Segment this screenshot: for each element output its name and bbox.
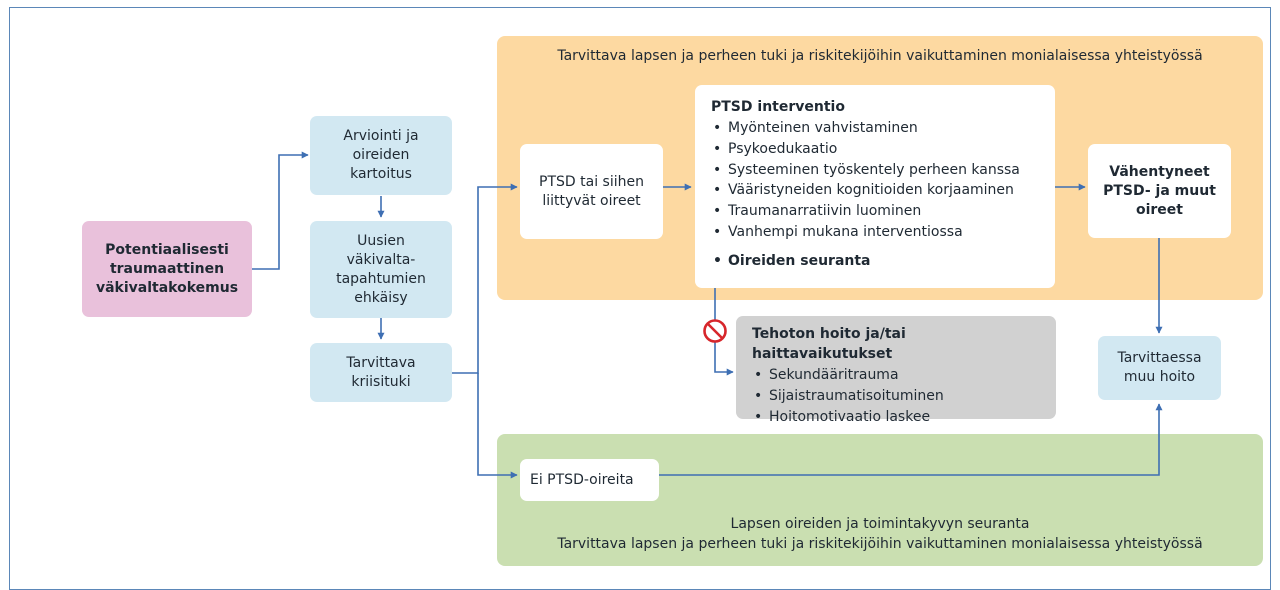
intervention-list: Myönteinen vahvistaminen Psykoedukaatio …	[711, 118, 1039, 272]
band-bottom-label-2: Tarvittava lapsen ja perheen tuki ja ris…	[557, 536, 1203, 552]
intervention-title: PTSD interventio	[711, 99, 845, 115]
ineffective-list: Sekundääritrauma Sijaistraumatisoitumine…	[752, 365, 1040, 427]
symptom-followup-item: Oireiden seuranta	[711, 251, 1039, 272]
ptsd-intervention-box: PTSD interventio Myönteinen vahvistamine…	[695, 85, 1055, 288]
band-top-label: Tarvittava lapsen ja perheen tuki ja ris…	[557, 48, 1203, 64]
list-item: Sekundääritrauma	[752, 365, 1040, 386]
other-care-node: Tarvittaessa muu hoito	[1098, 336, 1221, 400]
assessment-node: Arviointi ja oireiden kartoitus	[310, 116, 452, 195]
arrow-intervention-to-ineffective	[714, 288, 734, 376]
band-bottom-label-1: Lapsen oireiden ja toimintakyvyn seurant…	[730, 516, 1030, 532]
no-ptsd-node: Ei PTSD-oireita	[520, 459, 659, 501]
prevention-node: Uusien väkivalta-tapahtumien ehkäisy	[310, 221, 452, 318]
start-node: Potentiaalisesti traumaattinen väkivalta…	[82, 221, 252, 317]
arrow-no-ptsd-to-other-care	[659, 403, 1163, 476]
list-item: Systeeminen työskentely perheen kanssa	[711, 160, 1039, 181]
arrow-crisis-to-no-ptsd	[477, 373, 518, 479]
arrow-start-to-assessment	[252, 151, 309, 270]
list-item: Sijaistraumatisoituminen	[752, 386, 1040, 407]
list-item: Vääristyneiden kognitioiden korjaaminen	[711, 180, 1039, 201]
list-item: Traumanarratiivin luominen	[711, 201, 1039, 222]
ineffective-title: Tehoton hoito ja/tai haittavaikutukset	[752, 326, 906, 362]
list-item: Psykoedukaatio	[711, 139, 1039, 160]
prohibited-icon	[703, 319, 727, 343]
ineffective-care-box: Tehoton hoito ja/tai haittavaikutukset S…	[736, 316, 1056, 427]
arrow-crisis-to-ptsd	[452, 183, 518, 374]
reduced-symptoms-node: Vähentyneet PTSD- ja muut oireet	[1088, 144, 1231, 238]
list-item: Myönteinen vahvistaminen	[711, 118, 1039, 139]
ptsd-symptoms-node: PTSD tai siihen liittyvät oireet	[520, 144, 663, 239]
list-item: Vanhempi mukana interventiossa	[711, 222, 1039, 243]
list-item: Hoitomotivaatio laskee	[752, 407, 1040, 428]
crisis-support-node: Tarvittava kriisituki	[310, 343, 452, 402]
